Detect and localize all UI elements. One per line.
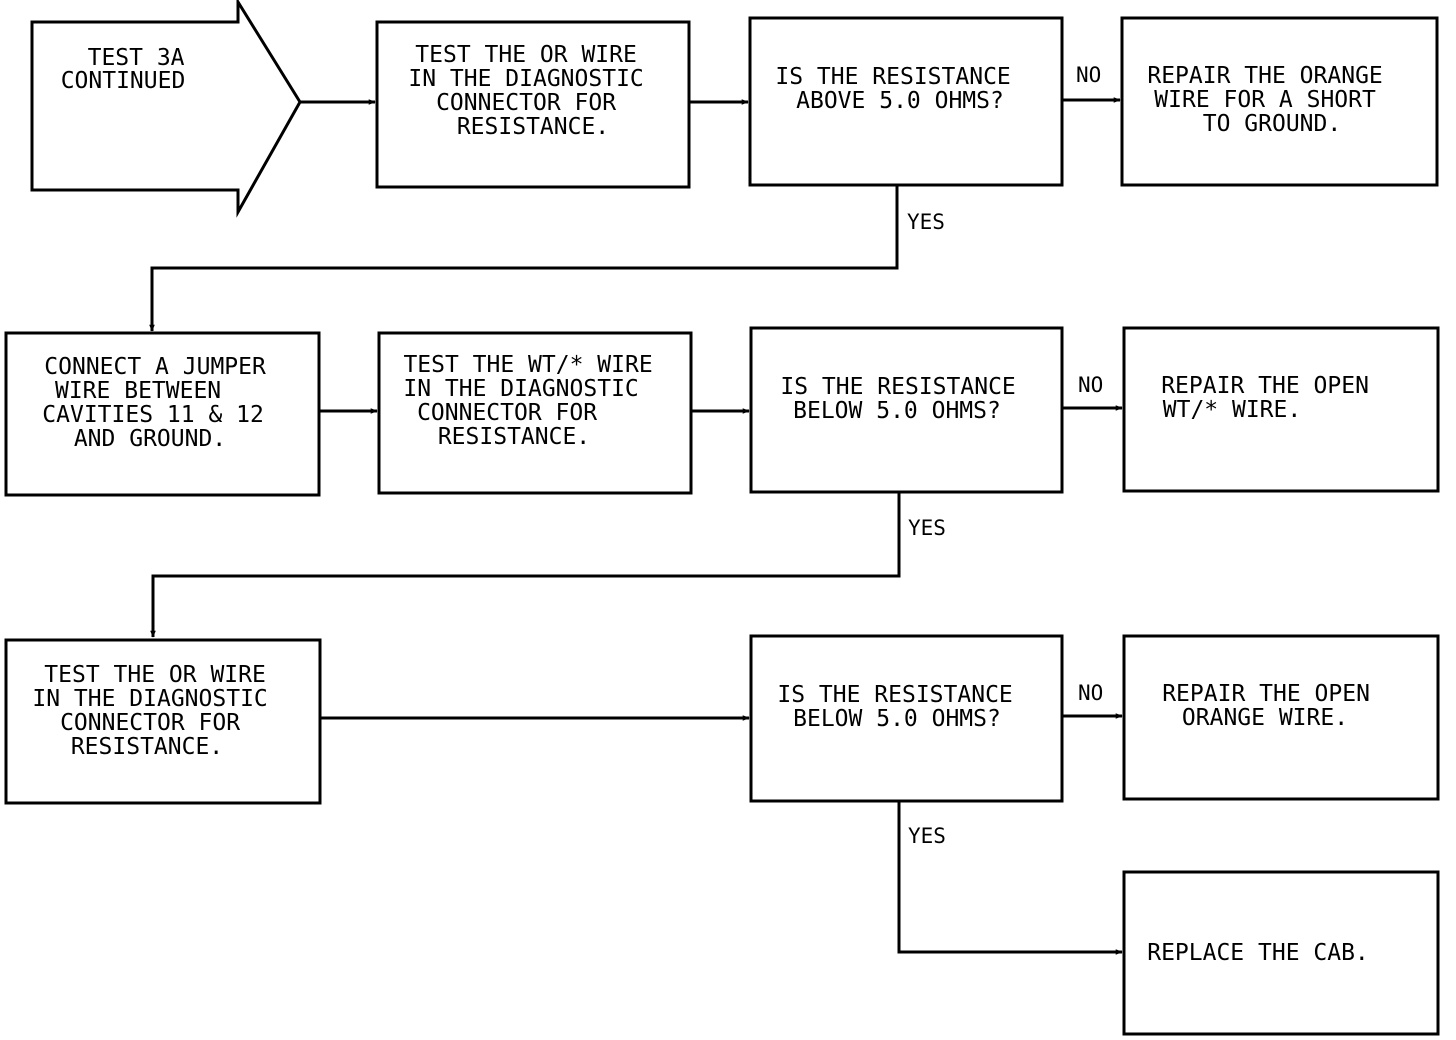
test-or-short-label: TEST THE OR WIRE IN THE DIAGNOSTIC CONNE… — [408, 42, 657, 140]
replace-cab-box — [1122, 870, 1440, 1036]
start-label: TEST 3A CONTINUED — [61, 45, 199, 94]
test-or-open-label: TEST THE OR WIRE IN THE DIAGNOSTIC CONNE… — [32, 662, 281, 760]
branch-label-yes-1: YES — [907, 210, 945, 234]
start-arrow-shape — [30, 0, 302, 218]
test-or-short-box — [375, 20, 691, 189]
branch-label-yes-3: YES — [908, 824, 946, 848]
replace-cab-label: REPLACE THE CAB. — [1147, 940, 1369, 966]
edge-yes-2 — [150, 492, 901, 638]
q-above-5-label: IS THE RESISTANCE ABOVE 5.0 OHMS? — [775, 64, 1024, 114]
repair-orange-short-box — [1120, 16, 1439, 187]
test-wt-wire-box — [377, 331, 693, 495]
q-below-5-b-box — [749, 634, 1064, 803]
branch-label-no-3: NO — [1078, 681, 1103, 705]
q-above-5-box — [748, 16, 1064, 187]
connect-jumper-box — [4, 331, 321, 497]
edge-yes-1 — [149, 185, 899, 332]
repair-open-wt-box — [1122, 326, 1440, 493]
repair-orange-short-label: REPAIR THE ORANGE WIRE FOR A SHORT TO GR… — [1147, 63, 1396, 137]
connect-jumper-label: CONNECT A JUMPER WIRE BETWEEN CAVITIES 1… — [42, 354, 279, 452]
test-or-open-box — [4, 638, 322, 805]
edge-yes-3 — [897, 801, 1123, 955]
branch-label-no-1: NO — [1076, 63, 1101, 87]
branch-label-yes-2: YES — [908, 516, 946, 540]
repair-open-orange-box — [1122, 634, 1440, 801]
branch-label-no-2: NO — [1078, 373, 1103, 397]
repair-open-orange-label: REPAIR THE OPEN ORANGE WIRE. — [1162, 681, 1384, 731]
q-below-5-a-box — [749, 326, 1064, 494]
repair-open-wt-label: REPAIR THE OPEN WT/* WIRE. — [1161, 373, 1383, 423]
q-below-5-a-label: IS THE RESISTANCE BELOW 5.0 OHMS? — [780, 374, 1029, 424]
test-wt-wire-label: TEST THE WT/* WIRE IN THE DIAGNOSTIC CON… — [403, 352, 666, 450]
q-below-5-b-label: IS THE RESISTANCE BELOW 5.0 OHMS? — [777, 682, 1026, 732]
